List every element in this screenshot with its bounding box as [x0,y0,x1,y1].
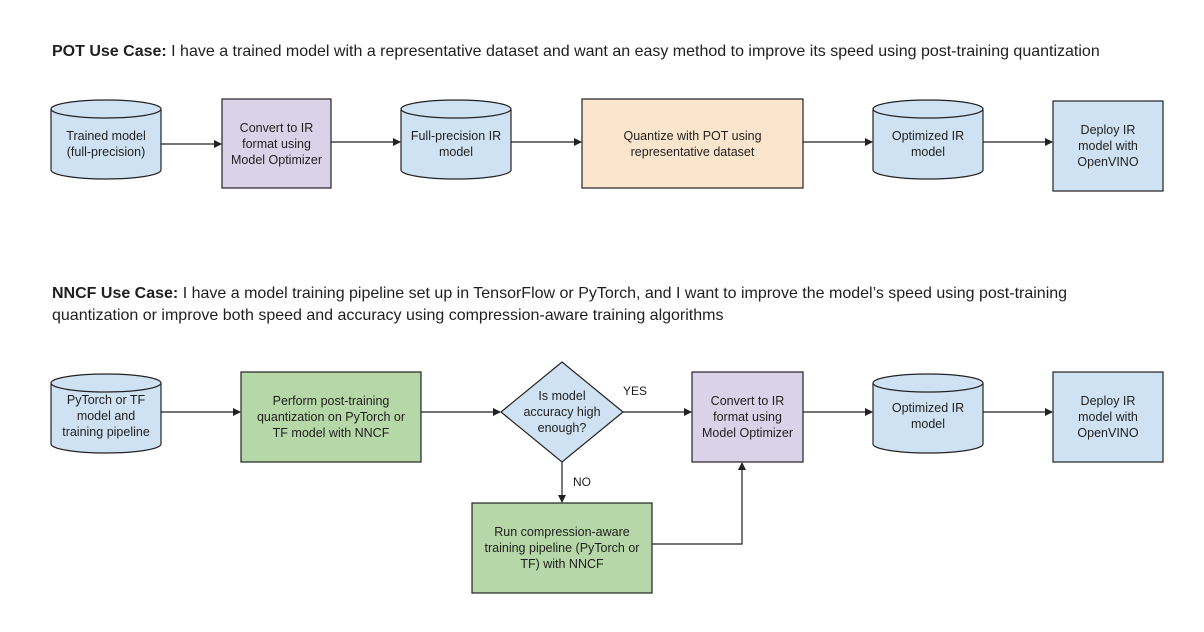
nncf-convert-box [691,371,804,463]
pot-quantize-label: Quantize with POT using representative d… [623,128,762,159]
pot-heading: POT Use Case: I have a trained model wit… [52,41,1162,63]
pot-heading-bold: POT Use Case: [52,43,167,60]
pot-optimized-label: Optimized IR model [891,129,965,159]
nncf-ptq-box [240,371,422,463]
nncf-pytorch-label: PyTorch or TF model and training pipelin… [62,393,150,439]
pot-heading-text: I have a trained model with a representa… [166,43,1100,60]
pot-convert-box [221,98,332,189]
nncf-deploy-label: Deploy IR model with OpenVINO [1077,394,1139,440]
nncf-pytorch-cylinder [50,373,162,454]
pot-deploy-label: Deploy IR model with OpenVINO [1077,123,1139,169]
nncf-arrow-back [652,462,746,545]
nncf-caware-label: Run compression-aware training pipeline … [484,525,640,571]
pot-deploy-box [1052,100,1164,192]
pot-trained-label: Trained model (full-precision) [66,129,146,159]
nncf-ptq-label: Perform post-training quantization on Py… [256,394,405,440]
nncf-convert-label: Convert to IR format using Model Optimiz… [702,394,793,440]
pot-optimized-cylinder [872,99,984,180]
nncf-optimized-cylinder [872,373,984,454]
pot-quantize-box [581,98,804,189]
pot-convert-label: Convert to IR format using Model Optimiz… [231,120,322,167]
nncf-heading: NNCF Use Case: I have a model training p… [52,283,1142,327]
nncf-decision-label: Is model accuracy high enough? [523,389,601,435]
pot-fullprec-cylinder [400,99,512,180]
nncf-heading-bold: NNCF Use Case: [52,285,179,302]
edge-label-no: NO [573,475,591,489]
pot-fullprec-label: Full-precision IR model [410,129,502,159]
nncf-deploy-box [1052,371,1164,463]
edge-label-yes: YES [623,384,648,398]
nncf-optimized-label: Optimized IR model [891,401,965,431]
nncf-caware-box [471,502,653,594]
nncf-heading-text: I have a model training pipeline set up … [52,285,1068,324]
pot-trained-model-cylinder [50,99,162,180]
